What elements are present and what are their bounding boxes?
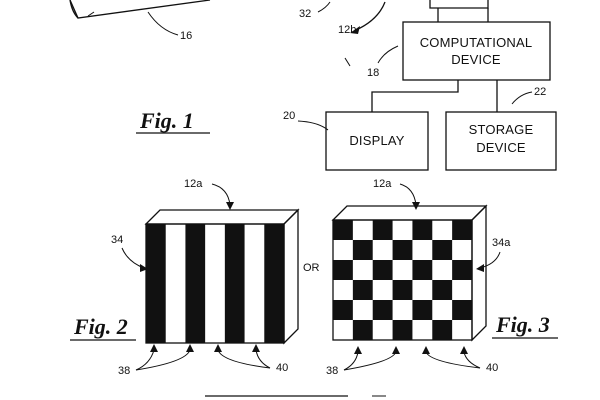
fig1-label: Fig. 1 [139, 108, 194, 133]
storage-device-box: STORAGE DEVICE [445, 111, 557, 171]
ref-18: 18 [367, 67, 379, 79]
ref-38-right: 38 [326, 365, 338, 377]
checker-cell [432, 240, 453, 260]
ref-20: 20 [283, 110, 295, 122]
or-text: OR [303, 262, 320, 274]
arrow-12b [355, 1, 386, 31]
checker-cell [412, 300, 433, 320]
computational-device-line1: COMPUTATIONAL [420, 35, 533, 50]
ref-12b: 12b [338, 24, 356, 36]
stripe-block [144, 208, 300, 345]
ref-34a: 34a [492, 237, 511, 249]
stripe-block-top [144, 209, 300, 225]
arrows-38-40-left [135, 344, 271, 371]
checker-cell [352, 280, 373, 300]
stripe-block-side [283, 208, 299, 345]
checker-cell [352, 320, 373, 340]
stripe-pattern [146, 224, 284, 343]
storage-device-line2: DEVICE [476, 140, 526, 155]
checker-cell [432, 280, 453, 300]
display-box: DISPLAY [325, 111, 429, 171]
top-connector [429, 0, 489, 9]
leader-16 [147, 11, 179, 36]
ref-40-left: 40 [276, 362, 288, 374]
cylinder-projector [69, 0, 211, 19]
fig3-label: Fig. 3 [495, 312, 550, 337]
checker-cell [333, 300, 353, 320]
checker-block [331, 204, 488, 342]
checker-cell [452, 260, 472, 280]
checker-block-top [331, 205, 488, 221]
black-stripe [146, 224, 166, 343]
checker-cell [352, 240, 373, 260]
ref-40-right: 40 [486, 362, 498, 374]
arrow-34a-head [476, 264, 484, 272]
stripe-block-front [145, 223, 285, 344]
checker-cell [333, 260, 353, 280]
black-stripe [185, 224, 206, 343]
arrow-12b-head [350, 26, 360, 34]
display-label: DISPLAY [349, 133, 404, 148]
arrow-12a-left [211, 183, 231, 206]
checker-cell [372, 260, 393, 280]
computational-device-line2: DEVICE [451, 52, 501, 67]
checker-cell [452, 300, 472, 320]
arrow-12a-right [399, 183, 417, 206]
checker-cell [392, 320, 413, 340]
leader-20 [297, 120, 329, 131]
checker-cell [392, 280, 413, 300]
checker-cell [372, 220, 393, 240]
leader-22 [511, 91, 533, 105]
arrow-12a-left-head [226, 202, 234, 210]
ref-12a-left: 12a [184, 178, 203, 190]
checker-cell [372, 300, 393, 320]
checker-cell [412, 260, 433, 280]
checker-cell [392, 240, 413, 260]
leader-32 [317, 1, 331, 13]
link-display [371, 80, 459, 112]
checker-cell [412, 220, 433, 240]
checker-block-side [471, 204, 487, 342]
checker-cell [333, 220, 353, 240]
fig2-label: Fig. 2 [73, 314, 128, 339]
checker-cell [452, 220, 472, 240]
black-stripe [264, 224, 284, 343]
checker-pattern [333, 220, 472, 340]
storage-device-line1: STORAGE [469, 122, 534, 137]
ref-38-left: 38 [118, 365, 130, 377]
ref-34: 34 [111, 234, 123, 246]
stray-mark [344, 57, 351, 67]
ref-22: 22 [534, 86, 546, 98]
computational-device-box: COMPUTATIONAL DEVICE [402, 21, 551, 81]
ref-32: 32 [299, 8, 311, 20]
arrow-34-head [140, 264, 148, 272]
ref-12a-right: 12a [373, 178, 392, 190]
leader-18 [377, 45, 399, 64]
arrows-38-40-right [343, 346, 481, 371]
ref-16: 16 [180, 30, 192, 42]
checker-block-front [332, 219, 473, 341]
black-stripe [224, 224, 245, 343]
checker-cell [432, 320, 453, 340]
